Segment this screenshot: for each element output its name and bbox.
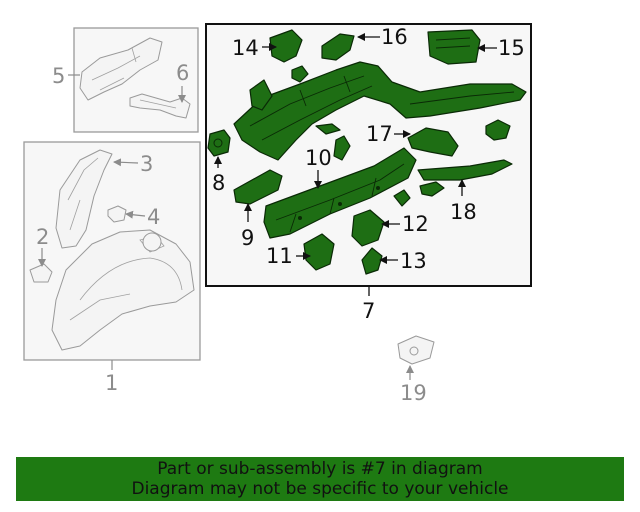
callout-16[interactable]: 16: [381, 25, 408, 49]
leader-3: [113, 158, 139, 167]
part-8-grommet[interactable]: [207, 129, 231, 157]
part-7-small-bracket[interactable]: [485, 119, 511, 141]
part-14-bracket[interactable]: [269, 29, 309, 83]
callout-5[interactable]: 5: [52, 64, 65, 88]
banner-line-2: Diagram may not be specific to your vehi…: [131, 479, 509, 499]
part-7-main-rail[interactable]: [233, 61, 527, 161]
part-1-wheelhouse[interactable]: [51, 229, 195, 351]
callout-19[interactable]: 19: [400, 381, 427, 405]
callout-2[interactable]: 2: [36, 225, 49, 249]
callout-13[interactable]: 13: [400, 249, 427, 273]
callout-17[interactable]: 17: [366, 122, 393, 146]
notice-banner: Part or sub-assembly is #7 in diagram Di…: [16, 457, 624, 501]
callout-3[interactable]: 3: [140, 152, 153, 176]
callout-10[interactable]: 10: [305, 146, 332, 170]
part-5-bracket[interactable]: [79, 37, 163, 101]
callout-4[interactable]: 4: [147, 205, 160, 229]
part-10-small-bracket[interactable]: [315, 123, 351, 161]
banner-line-1: Part or sub-assembly is #7 in diagram: [157, 459, 483, 479]
part-17-bracket[interactable]: [407, 127, 459, 157]
part-12-bracket[interactable]: [351, 209, 385, 247]
part-9-plate[interactable]: [233, 169, 283, 205]
part-19-bracket[interactable]: [397, 335, 435, 365]
callout-9[interactable]: 9: [241, 226, 254, 250]
part-16-bracket[interactable]: [321, 33, 355, 61]
callout-15[interactable]: 15: [498, 36, 525, 60]
part-11-bracket[interactable]: [303, 233, 335, 271]
callout-18[interactable]: 18: [450, 200, 477, 224]
part-15-panel[interactable]: [427, 29, 481, 65]
callout-7[interactable]: 7: [362, 299, 375, 323]
callout-6[interactable]: 6: [176, 61, 189, 85]
part-3-rail[interactable]: [55, 149, 113, 249]
part-18-strip[interactable]: [417, 159, 513, 181]
part-6-bracket[interactable]: [129, 93, 191, 119]
part-4-clip[interactable]: [107, 205, 127, 223]
callout-11[interactable]: 11: [266, 244, 293, 268]
parts-diagram: 5 6 1 2 3 4: [23, 23, 532, 405]
callout-14[interactable]: 14: [232, 36, 259, 60]
leader-4: [125, 210, 146, 219]
callout-12[interactable]: 12: [402, 212, 429, 236]
part-7-small-pieces[interactable]: [393, 181, 445, 207]
callout-8[interactable]: 8: [212, 171, 225, 195]
part-10-lower-rail[interactable]: [263, 147, 417, 239]
callout-1[interactable]: 1: [105, 371, 118, 395]
